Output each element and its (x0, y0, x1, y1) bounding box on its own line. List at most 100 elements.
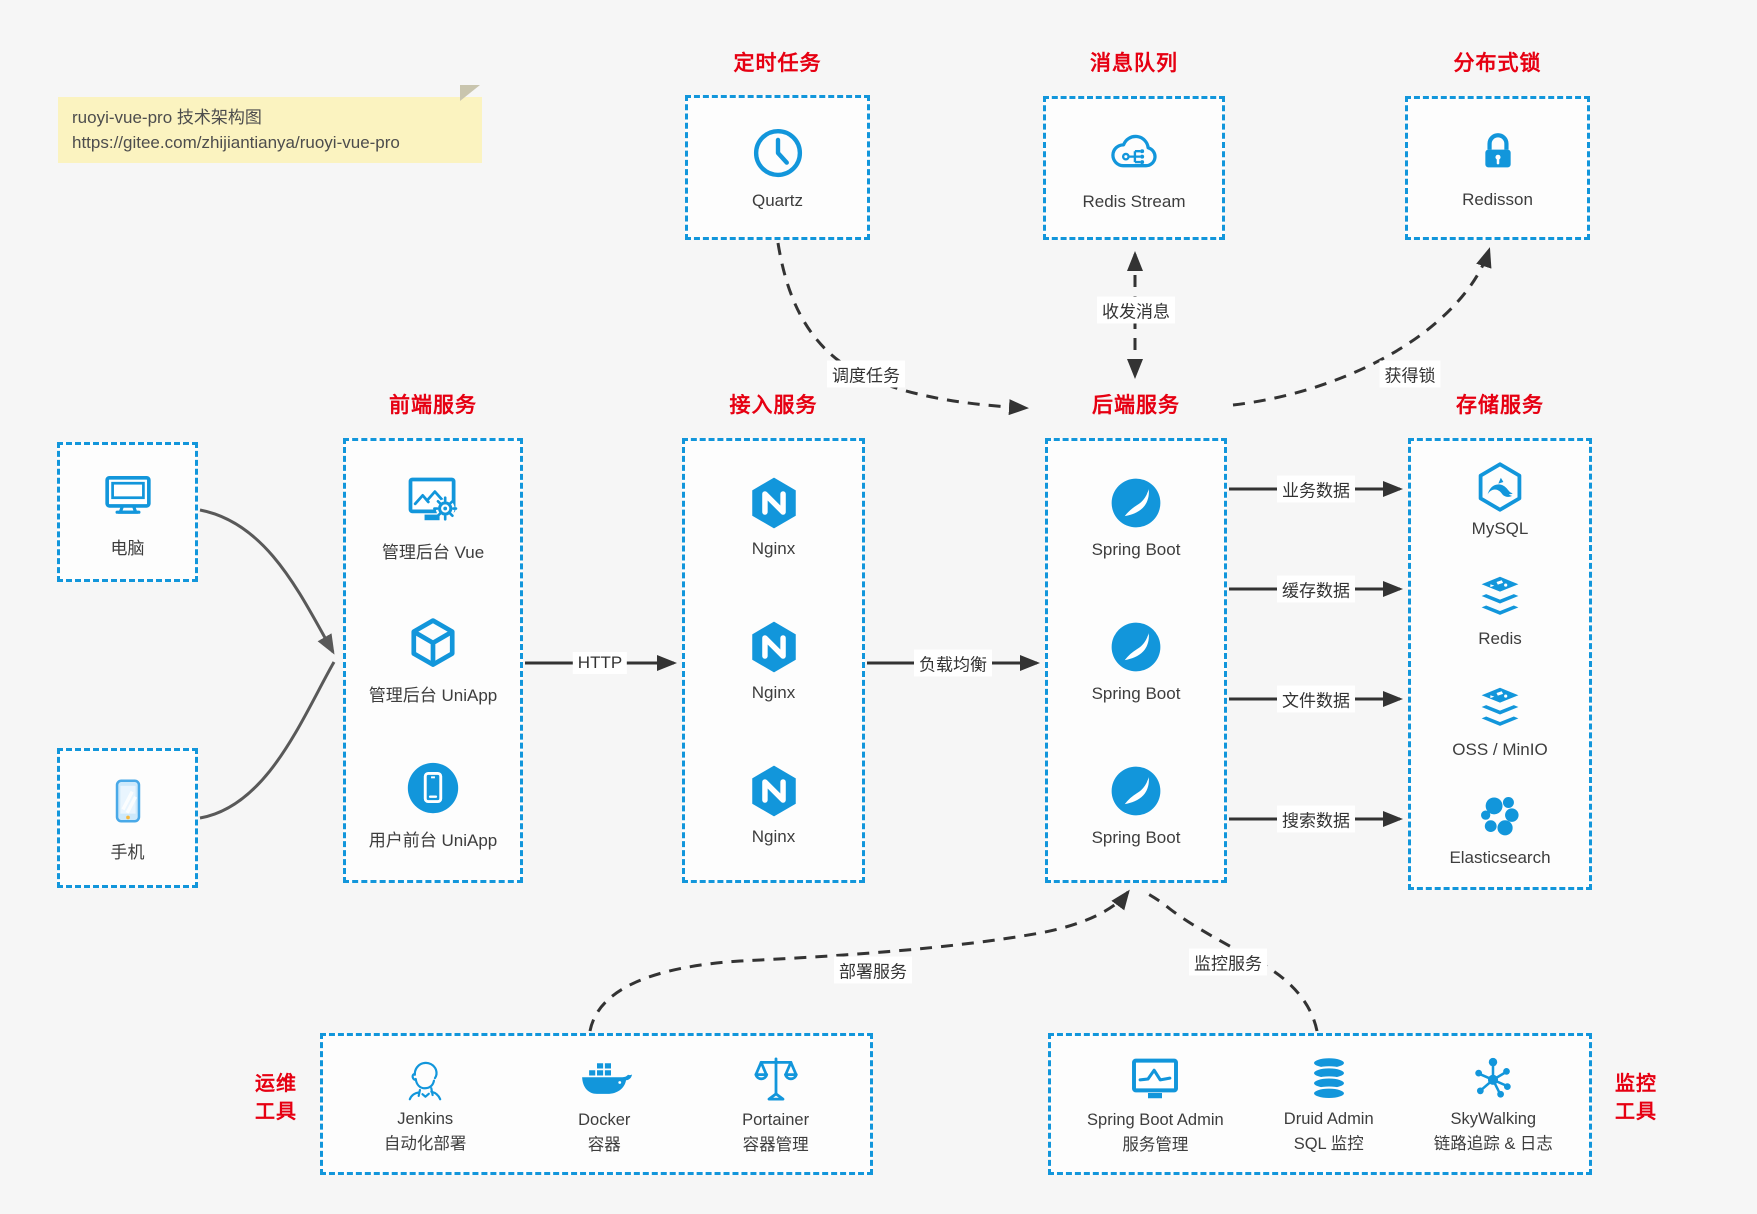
group-title-scheduled-task: 定时任务 (733, 52, 822, 75)
edge-label-send-receive-msg: 收发消息 (1097, 296, 1175, 324)
group-title-frontend: 前端服务 (389, 394, 477, 417)
service-label: Nginx (751, 682, 796, 702)
tool-item: Druid Admin SQL 监控 (1284, 1052, 1374, 1156)
service-item: Redis (1472, 568, 1528, 649)
edge-label-schedule-task: 调度任务 (827, 360, 905, 388)
mysql-icon (1473, 460, 1527, 514)
tool-label: Druid Admin (1283, 1110, 1374, 1128)
redis-stream-box: Redis Stream (1043, 96, 1225, 240)
admin-vue-icon (403, 471, 463, 531)
druid-icon (1302, 1052, 1356, 1106)
arrow-acquire-lock (1232, 247, 1492, 407)
tool-item: SkyWalking 链路追踪 & 日志 (1434, 1052, 1553, 1156)
group-title-monitor-tools: 监控 工具 (1615, 1073, 1657, 1123)
service-item: 管理后台 UniApp (369, 614, 497, 706)
storage-box: MySQL Redis (1408, 438, 1592, 890)
tool-sublabel: SQL 监控 (1293, 1135, 1364, 1153)
clock-icon (750, 125, 806, 181)
computer-icon (99, 466, 157, 524)
service-item: Nginx (745, 618, 803, 703)
access-box: Nginx Nginx Nginx (682, 438, 865, 883)
edge-label-search-data: 搜索数据 (1277, 805, 1355, 833)
service-item: 用户前台 UniApp (369, 757, 497, 851)
tool-sublabel: 链路追踪 & 日志 (1433, 1135, 1553, 1153)
nginx-icon (745, 618, 803, 676)
jenkins-icon (398, 1052, 452, 1106)
tool-label: Jenkins (397, 1110, 454, 1128)
backend-box: Spring Boot Spring Boot Spring Boot (1045, 438, 1227, 883)
service-item: MySQL (1471, 460, 1529, 539)
nginx-icon (745, 762, 803, 820)
tool-label: Portainer (742, 1111, 810, 1129)
spring-boot-admin-icon (1127, 1051, 1183, 1107)
lock-icon (1471, 126, 1525, 180)
service-label: Spring Boot (1091, 540, 1181, 560)
mq-cloud-icon (1105, 124, 1163, 182)
client-label: 手机 (110, 842, 145, 862)
arrow-pc-to-frontend (199, 508, 335, 655)
pc-client-box: 电脑 (57, 442, 198, 582)
service-item: Elasticsearch (1449, 789, 1551, 868)
edge-label-acquire-lock: 获得锁 (1379, 360, 1441, 388)
service-item: 管理后台 Vue (382, 471, 484, 563)
group-title-backend: 后端服务 (1092, 394, 1180, 417)
edge-label-load-balance: 负载均衡 (914, 649, 992, 677)
edge-label-deploy-service: 部署服务 (834, 956, 912, 984)
service-label: OSS / MinIO (1452, 739, 1548, 759)
oss-minio-icon (1472, 679, 1528, 735)
tool-item: Portainer 容器管理 (742, 1051, 809, 1157)
service-item: Spring Boot (1091, 617, 1181, 704)
group-title-message-queue: 消息队列 (1090, 52, 1178, 75)
uniapp-cube-icon (403, 614, 463, 674)
spring-boot-icon (1106, 761, 1166, 821)
group-title-access: 接入服务 (729, 394, 818, 417)
service-label: Nginx (751, 826, 796, 846)
group-title-distributed-lock: 分布式锁 (1453, 52, 1542, 75)
tool-sublabel: 服务管理 (1122, 1136, 1189, 1154)
sticky-note: ruoyi-vue-pro 技术架构图 https://gitee.com/zh… (58, 85, 482, 163)
service-label: 管理后台 UniApp (368, 685, 498, 705)
docker-icon (576, 1051, 633, 1107)
tool-sublabel: 自动化部署 (383, 1135, 467, 1153)
skywalking-icon (1466, 1052, 1520, 1106)
spring-boot-icon (1106, 617, 1166, 677)
client-label: 电脑 (110, 538, 145, 558)
tool-sublabel: 容器管理 (742, 1136, 809, 1154)
service-item: Nginx (745, 762, 803, 847)
service-item: Nginx (745, 474, 803, 559)
note-fold-icon (460, 85, 480, 101)
service-label: Redis (1478, 629, 1522, 649)
redis-icon (1472, 568, 1528, 624)
service-item: OSS / MinIO (1452, 679, 1548, 760)
portainer-icon (748, 1051, 804, 1107)
tool-item: Docker 容器 (576, 1051, 633, 1157)
nginx-icon (745, 474, 803, 532)
phone-icon (101, 774, 155, 828)
tool-item: Spring Boot Admin 服务管理 (1087, 1051, 1224, 1157)
quartz-box: Quartz (685, 95, 870, 240)
service-label: Spring Boot (1091, 683, 1181, 703)
elasticsearch-icon (1473, 789, 1527, 843)
service-label: Quartz (751, 190, 804, 210)
note-url: https://gitee.com/zhijiantianya/ruoyi-vu… (72, 133, 400, 152)
service-label: Redis Stream (1082, 192, 1186, 211)
mobile-client-box: 手机 (57, 748, 198, 888)
monitor-tools-box: Spring Boot Admin 服务管理 Druid Admin SQL 监… (1048, 1033, 1592, 1175)
service-label: MySQL (1471, 518, 1529, 538)
edge-label-http: HTTP (572, 652, 628, 674)
edge-label-business-data: 业务数据 (1277, 475, 1355, 503)
user-uniapp-icon (402, 757, 464, 819)
service-item: Spring Boot (1092, 761, 1180, 848)
service-label: 管理后台 Vue (381, 542, 485, 562)
ops-tools-box: Jenkins 自动化部署 Docker 容器 (320, 1033, 873, 1175)
group-title-ops-tools: 运维 工具 (255, 1073, 297, 1123)
edge-label-file-data: 文件数据 (1277, 685, 1355, 713)
tool-label: Spring Boot Admin (1087, 1111, 1224, 1129)
service-item: Spring Boot (1091, 473, 1181, 560)
tool-item: Jenkins 自动化部署 (383, 1052, 467, 1156)
service-label: Redisson (1462, 190, 1533, 209)
group-title-storage: 存储服务 (1456, 394, 1544, 417)
tool-label: SkyWalking (1450, 1110, 1537, 1128)
spring-boot-icon (1106, 473, 1166, 533)
